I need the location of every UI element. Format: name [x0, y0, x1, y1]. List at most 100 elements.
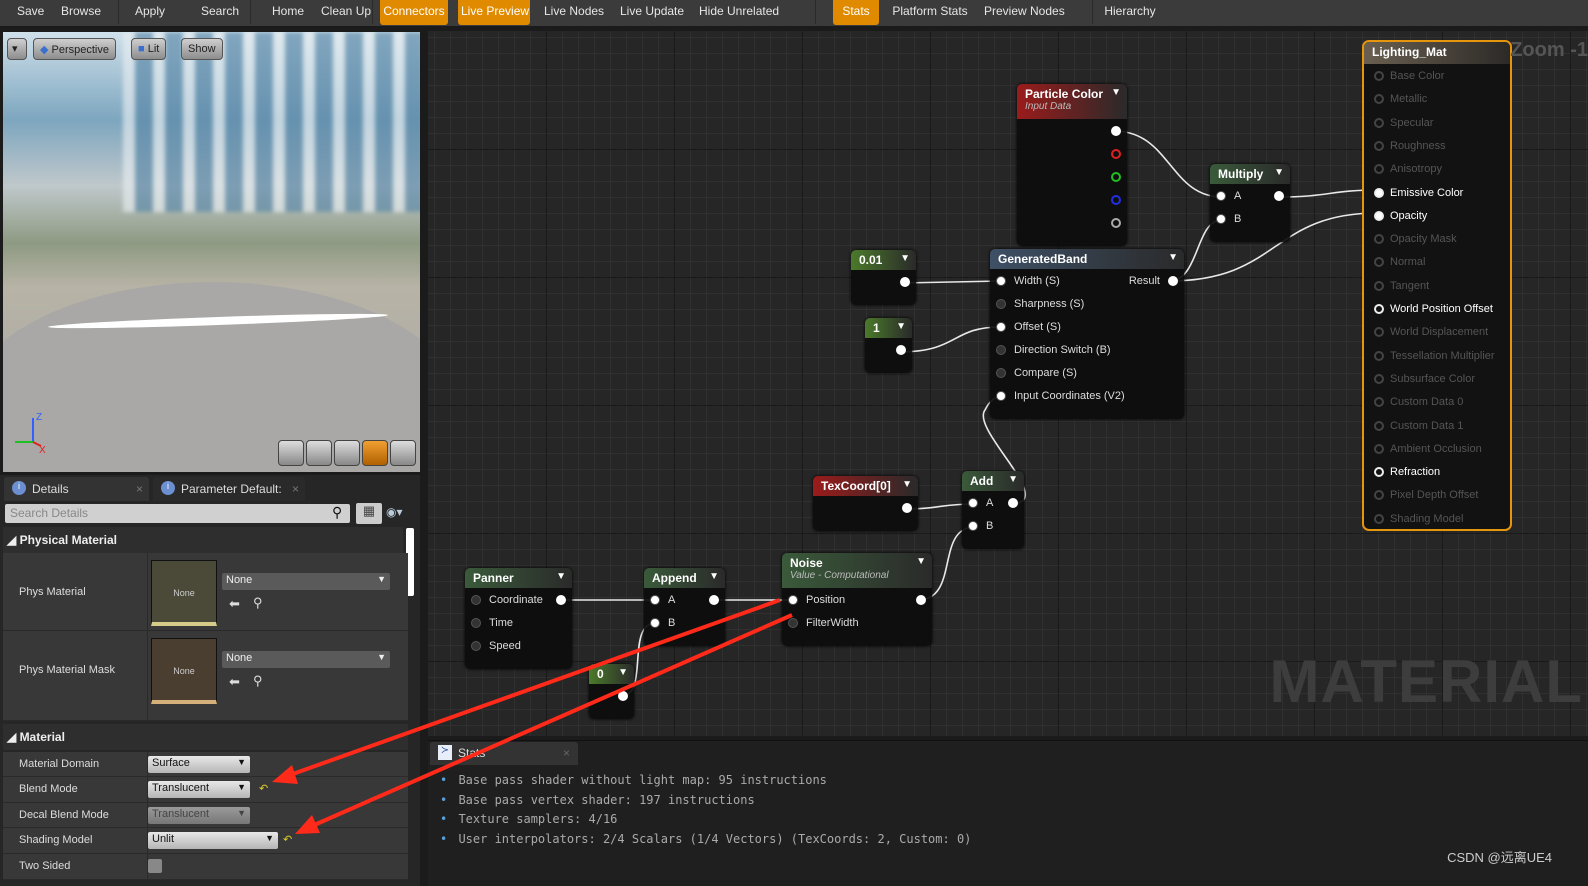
input-pin[interactable]: B [1216, 211, 1241, 227]
use-selected-arrow-icon[interactable]: ⬅ [229, 596, 240, 611]
shading-model-combo[interactable]: Unlit▼ [148, 832, 278, 849]
output-pin[interactable] [908, 592, 926, 608]
details-scrollbar[interactable] [406, 528, 414, 596]
result-pin-opacity[interactable]: Opacity [1374, 209, 1427, 223]
lit-button[interactable]: ■ Lit [131, 38, 167, 60]
node-texcoord[interactable]: TexCoord[0]▼ [813, 476, 918, 531]
node-header[interactable]: Panner▼ [465, 568, 572, 588]
output-pin[interactable] [610, 688, 628, 704]
pin-dot-icon[interactable] [650, 618, 660, 628]
phys-material-combo[interactable]: None▼ [222, 573, 390, 590]
cylinder-preview-icon[interactable] [278, 440, 304, 466]
node-header[interactable]: Multiply▼ [1210, 164, 1290, 184]
pin-dot-icon[interactable] [1374, 513, 1384, 524]
result-pin-custom-data-0[interactable]: Custom Data 0 [1374, 395, 1463, 409]
toolbar-stats-button[interactable]: Stats [833, 0, 879, 25]
toolbar-connectors-button[interactable]: Connectors [380, 0, 448, 25]
pin-dot-icon[interactable] [1374, 164, 1384, 175]
pin-dot-icon[interactable] [788, 618, 798, 628]
node-header[interactable]: 0.01▼ [851, 250, 916, 270]
reset-to-default-icon[interactable]: ↶ [283, 834, 293, 846]
result-pin-ambient-occlusion[interactable]: Ambient Occlusion [1374, 442, 1482, 456]
pin-dot-icon[interactable] [996, 299, 1006, 309]
toolbar-live-preview-button[interactable]: Live Preview [458, 0, 530, 25]
pin-dot-icon[interactable] [1374, 443, 1384, 454]
pin-dot-icon[interactable] [968, 521, 978, 531]
result-pin-pixel-depth-offset[interactable]: Pixel Depth Offset [1374, 488, 1478, 502]
pin-dot-icon[interactable] [1374, 327, 1384, 338]
toolbar-clean-up-button[interactable]: Clean Up [321, 4, 372, 18]
input-pin[interactable]: A [968, 495, 993, 511]
pin-dot-icon[interactable] [996, 391, 1006, 401]
collapse-arrow-icon[interactable]: ▼ [709, 571, 719, 582]
pin-dot-icon[interactable] [1008, 498, 1018, 508]
result-pin-shading-model[interactable]: Shading Model [1374, 512, 1463, 526]
pin-dot-icon[interactable] [968, 498, 978, 508]
result-pin-refraction[interactable]: Refraction [1374, 465, 1440, 479]
result-pin-subsurface-color[interactable]: Subsurface Color [1374, 372, 1475, 386]
pin-dot-icon[interactable] [1374, 117, 1384, 128]
result-pin-emissive-color[interactable]: Emissive Color [1374, 186, 1463, 200]
pin-dot-icon[interactable] [471, 595, 481, 605]
input-pin[interactable]: Speed [471, 638, 521, 654]
result-pin-roughness[interactable]: Roughness [1374, 139, 1446, 153]
blend-mode-combo[interactable]: Translucent▼ [148, 781, 250, 798]
node-header[interactable]: Append▼ [644, 568, 725, 588]
browse-search-icon[interactable]: ⚲ [253, 673, 263, 688]
node-header[interactable]: 1▼ [865, 318, 912, 338]
output-pin[interactable] [892, 274, 910, 290]
collapse-arrow-icon[interactable]: ▼ [896, 321, 906, 332]
pin-dot-icon[interactable] [1374, 71, 1384, 81]
tab-stats[interactable]: ≻Stats× [430, 742, 578, 765]
pin-dot-icon[interactable] [650, 595, 660, 605]
pin-dot-icon[interactable] [1374, 304, 1384, 314]
input-pin[interactable]: Width (S) [996, 273, 1060, 289]
collapse-arrow-icon[interactable]: ▼ [900, 253, 910, 264]
pin-dot-icon[interactable] [916, 595, 926, 605]
result-pin-world-displacement[interactable]: World Displacement [1374, 325, 1488, 339]
collapse-arrow-icon[interactable]: ▼ [1168, 252, 1178, 263]
collapse-arrow-icon[interactable]: ▼ [618, 667, 628, 678]
input-pin[interactable]: FilterWidth [788, 615, 859, 631]
sphere-preview-icon[interactable] [306, 440, 332, 466]
node-header[interactable]: TexCoord[0]▼ [813, 476, 918, 496]
result-pin-base-color[interactable]: Base Color [1374, 69, 1444, 83]
pin-dot-icon[interactable] [1111, 218, 1121, 228]
input-pin[interactable]: Position [788, 592, 845, 608]
input-pin[interactable]: Sharpness (S) [996, 296, 1084, 312]
collapse-arrow-icon[interactable]: ▼ [556, 571, 566, 582]
input-pin[interactable]: Input Coordinates (V2) [996, 388, 1125, 404]
input-pin[interactable]: Time [471, 615, 513, 631]
output-pin[interactable] [1103, 146, 1121, 162]
phys-material-mask-combo[interactable]: None▼ [222, 651, 390, 668]
collapse-arrow-icon[interactable]: ▼ [916, 556, 926, 567]
collapse-arrow-icon[interactable]: ▼ [1111, 87, 1121, 98]
pin-dot-icon[interactable] [1374, 420, 1384, 431]
result-pin-metallic[interactable]: Metallic [1374, 92, 1427, 106]
node-header[interactable]: 0▼ [589, 664, 634, 684]
pin-dot-icon[interactable] [471, 641, 481, 651]
input-pin[interactable]: Direction Switch (B) [996, 342, 1111, 358]
node-header[interactable]: Add▼ [962, 471, 1024, 491]
pin-dot-icon[interactable] [896, 345, 906, 355]
node-c001[interactable]: 0.01▼ [851, 250, 916, 305]
toolbar-save-button[interactable]: Save [17, 4, 45, 18]
output-pin[interactable] [701, 592, 719, 608]
input-pin[interactable]: Offset (S) [996, 319, 1061, 335]
output-pin[interactable] [1266, 188, 1284, 204]
cube-preview-icon[interactable] [362, 440, 388, 466]
pin-dot-icon[interactable] [709, 595, 719, 605]
pin-dot-icon[interactable] [996, 322, 1006, 332]
close-icon[interactable]: × [291, 482, 299, 496]
use-selected-arrow-icon[interactable]: ⬅ [229, 674, 240, 689]
output-pin[interactable] [894, 500, 912, 516]
pin-dot-icon[interactable] [1111, 149, 1121, 159]
input-pin[interactable]: A [1216, 188, 1241, 204]
